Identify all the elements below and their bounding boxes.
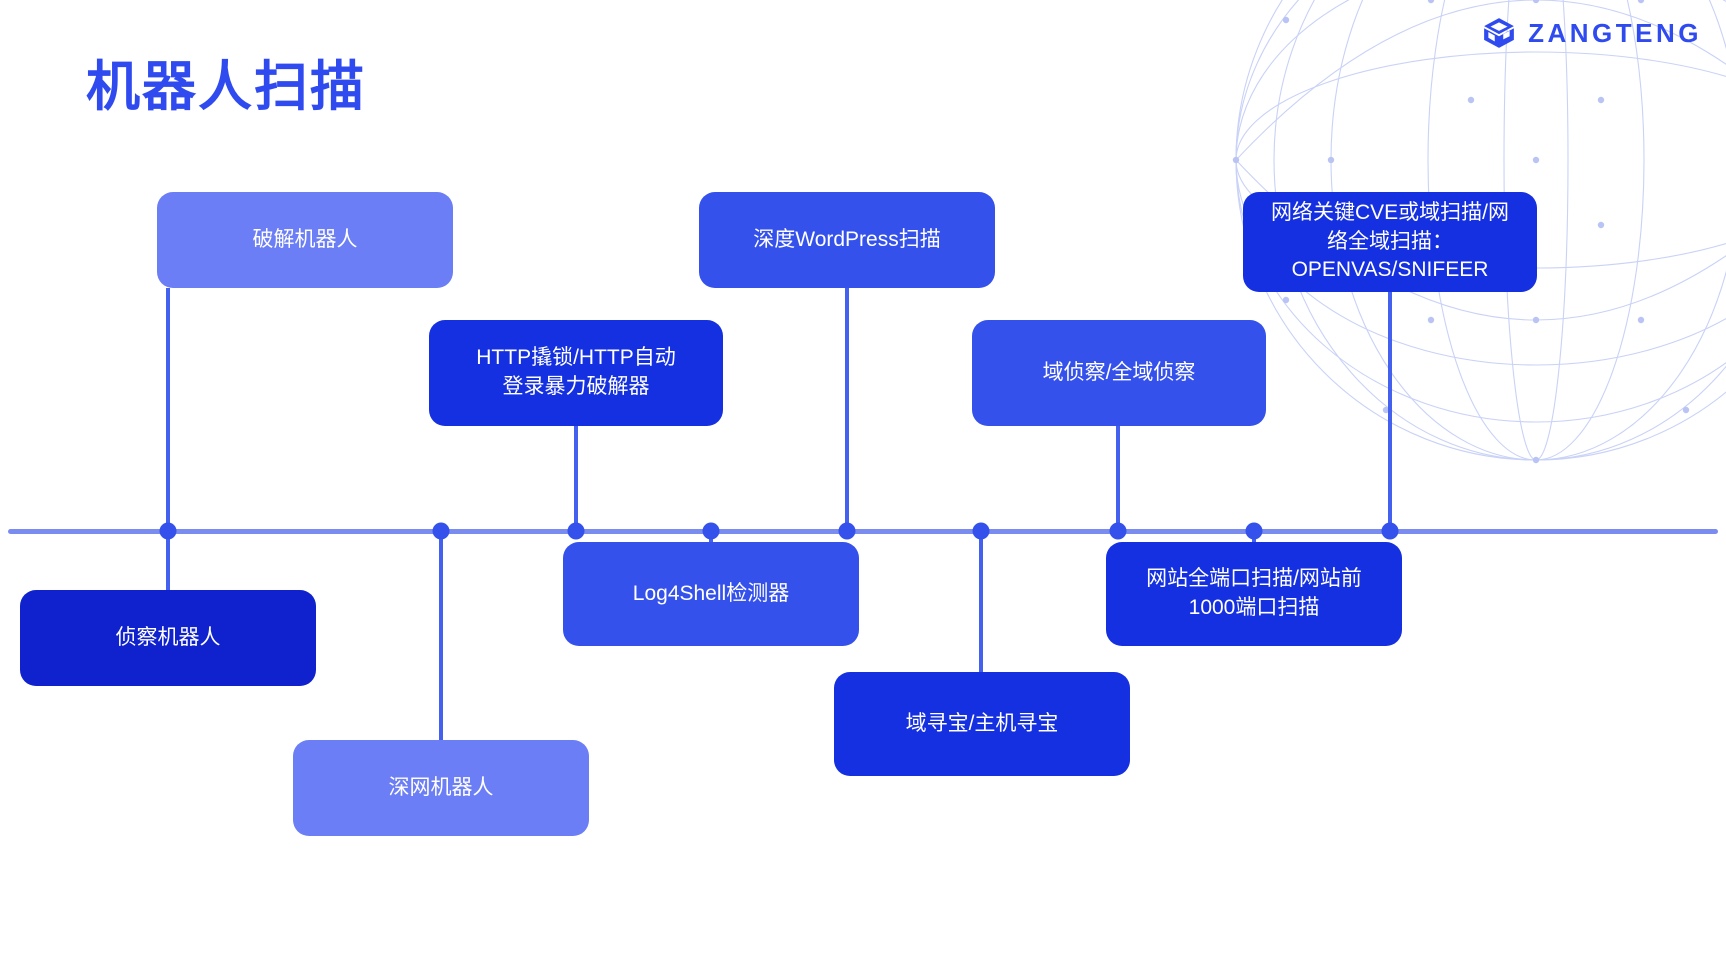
timeline-dot[interactable]	[972, 522, 990, 540]
node-label: 域寻宝/主机寻宝	[905, 711, 1059, 735]
connector-stem	[1388, 292, 1392, 531]
connector-stem	[166, 288, 170, 531]
node-card-full-port-scan[interactable]: 网站全端口扫描/网站前 1000端口扫描	[1106, 542, 1402, 646]
node-label: 网络关键CVE或域扫描/网 络全域扫描： OPENVAS/SNIFEER	[1270, 200, 1509, 282]
node-card-network-cve-scan[interactable]: 网络关键CVE或域扫描/网 络全域扫描： OPENVAS/SNIFEER	[1243, 192, 1537, 292]
timeline-dot[interactable]	[1245, 522, 1263, 540]
node-label: 深度WordPress扫描	[753, 227, 941, 251]
node-label: 深网机器人	[388, 775, 494, 799]
connector-stem	[979, 531, 983, 672]
node-card-http-bruteforce[interactable]: HTTP撬锁/HTTP自动 登录暴力破解器	[429, 320, 723, 426]
connector-stem	[845, 288, 849, 531]
connector-stem	[574, 426, 578, 531]
node-label: 网站全端口扫描/网站前 1000端口扫描	[1146, 567, 1362, 619]
connector-stem	[1116, 426, 1120, 531]
brand-logo: ZANGTENG	[1482, 16, 1702, 50]
timeline-dot[interactable]	[1381, 522, 1399, 540]
node-card-crack-bot[interactable]: 破解机器人	[157, 192, 453, 288]
node-card-deep-wordpress-scan[interactable]: 深度WordPress扫描	[699, 192, 995, 288]
node-card-domain-treasure[interactable]: 域寻宝/主机寻宝	[834, 672, 1130, 776]
node-card-domain-recon[interactable]: 域侦察/全域侦察	[972, 320, 1266, 426]
timeline-dot[interactable]	[702, 522, 720, 540]
node-card-recon-bot[interactable]: 侦察机器人	[20, 590, 316, 686]
node-label: 域侦察/全域侦察	[1042, 360, 1196, 384]
timeline-dot[interactable]	[432, 522, 450, 540]
page-title: 机器人扫描	[86, 57, 366, 117]
node-label: Log4Shell检测器	[632, 581, 790, 605]
connector-stem	[166, 531, 170, 590]
node-card-log4shell-detector[interactable]: Log4Shell检测器	[563, 542, 859, 646]
timeline-axis	[8, 529, 1718, 534]
timeline-dot[interactable]	[567, 522, 585, 540]
timeline-dot[interactable]	[159, 522, 177, 540]
connector-stem	[439, 531, 443, 740]
timeline-dot[interactable]	[838, 522, 856, 540]
node-label: HTTP撬锁/HTTP自动 登录暴力破解器	[476, 346, 676, 398]
node-label: 破解机器人	[252, 227, 358, 251]
brand-wordmark: ZANGTENG	[1528, 18, 1702, 48]
node-card-deepweb-bot[interactable]: 深网机器人	[293, 740, 589, 836]
cube-logo-icon	[1484, 18, 1514, 48]
timeline-dot[interactable]	[1109, 522, 1127, 540]
node-label: 侦察机器人	[115, 625, 221, 649]
